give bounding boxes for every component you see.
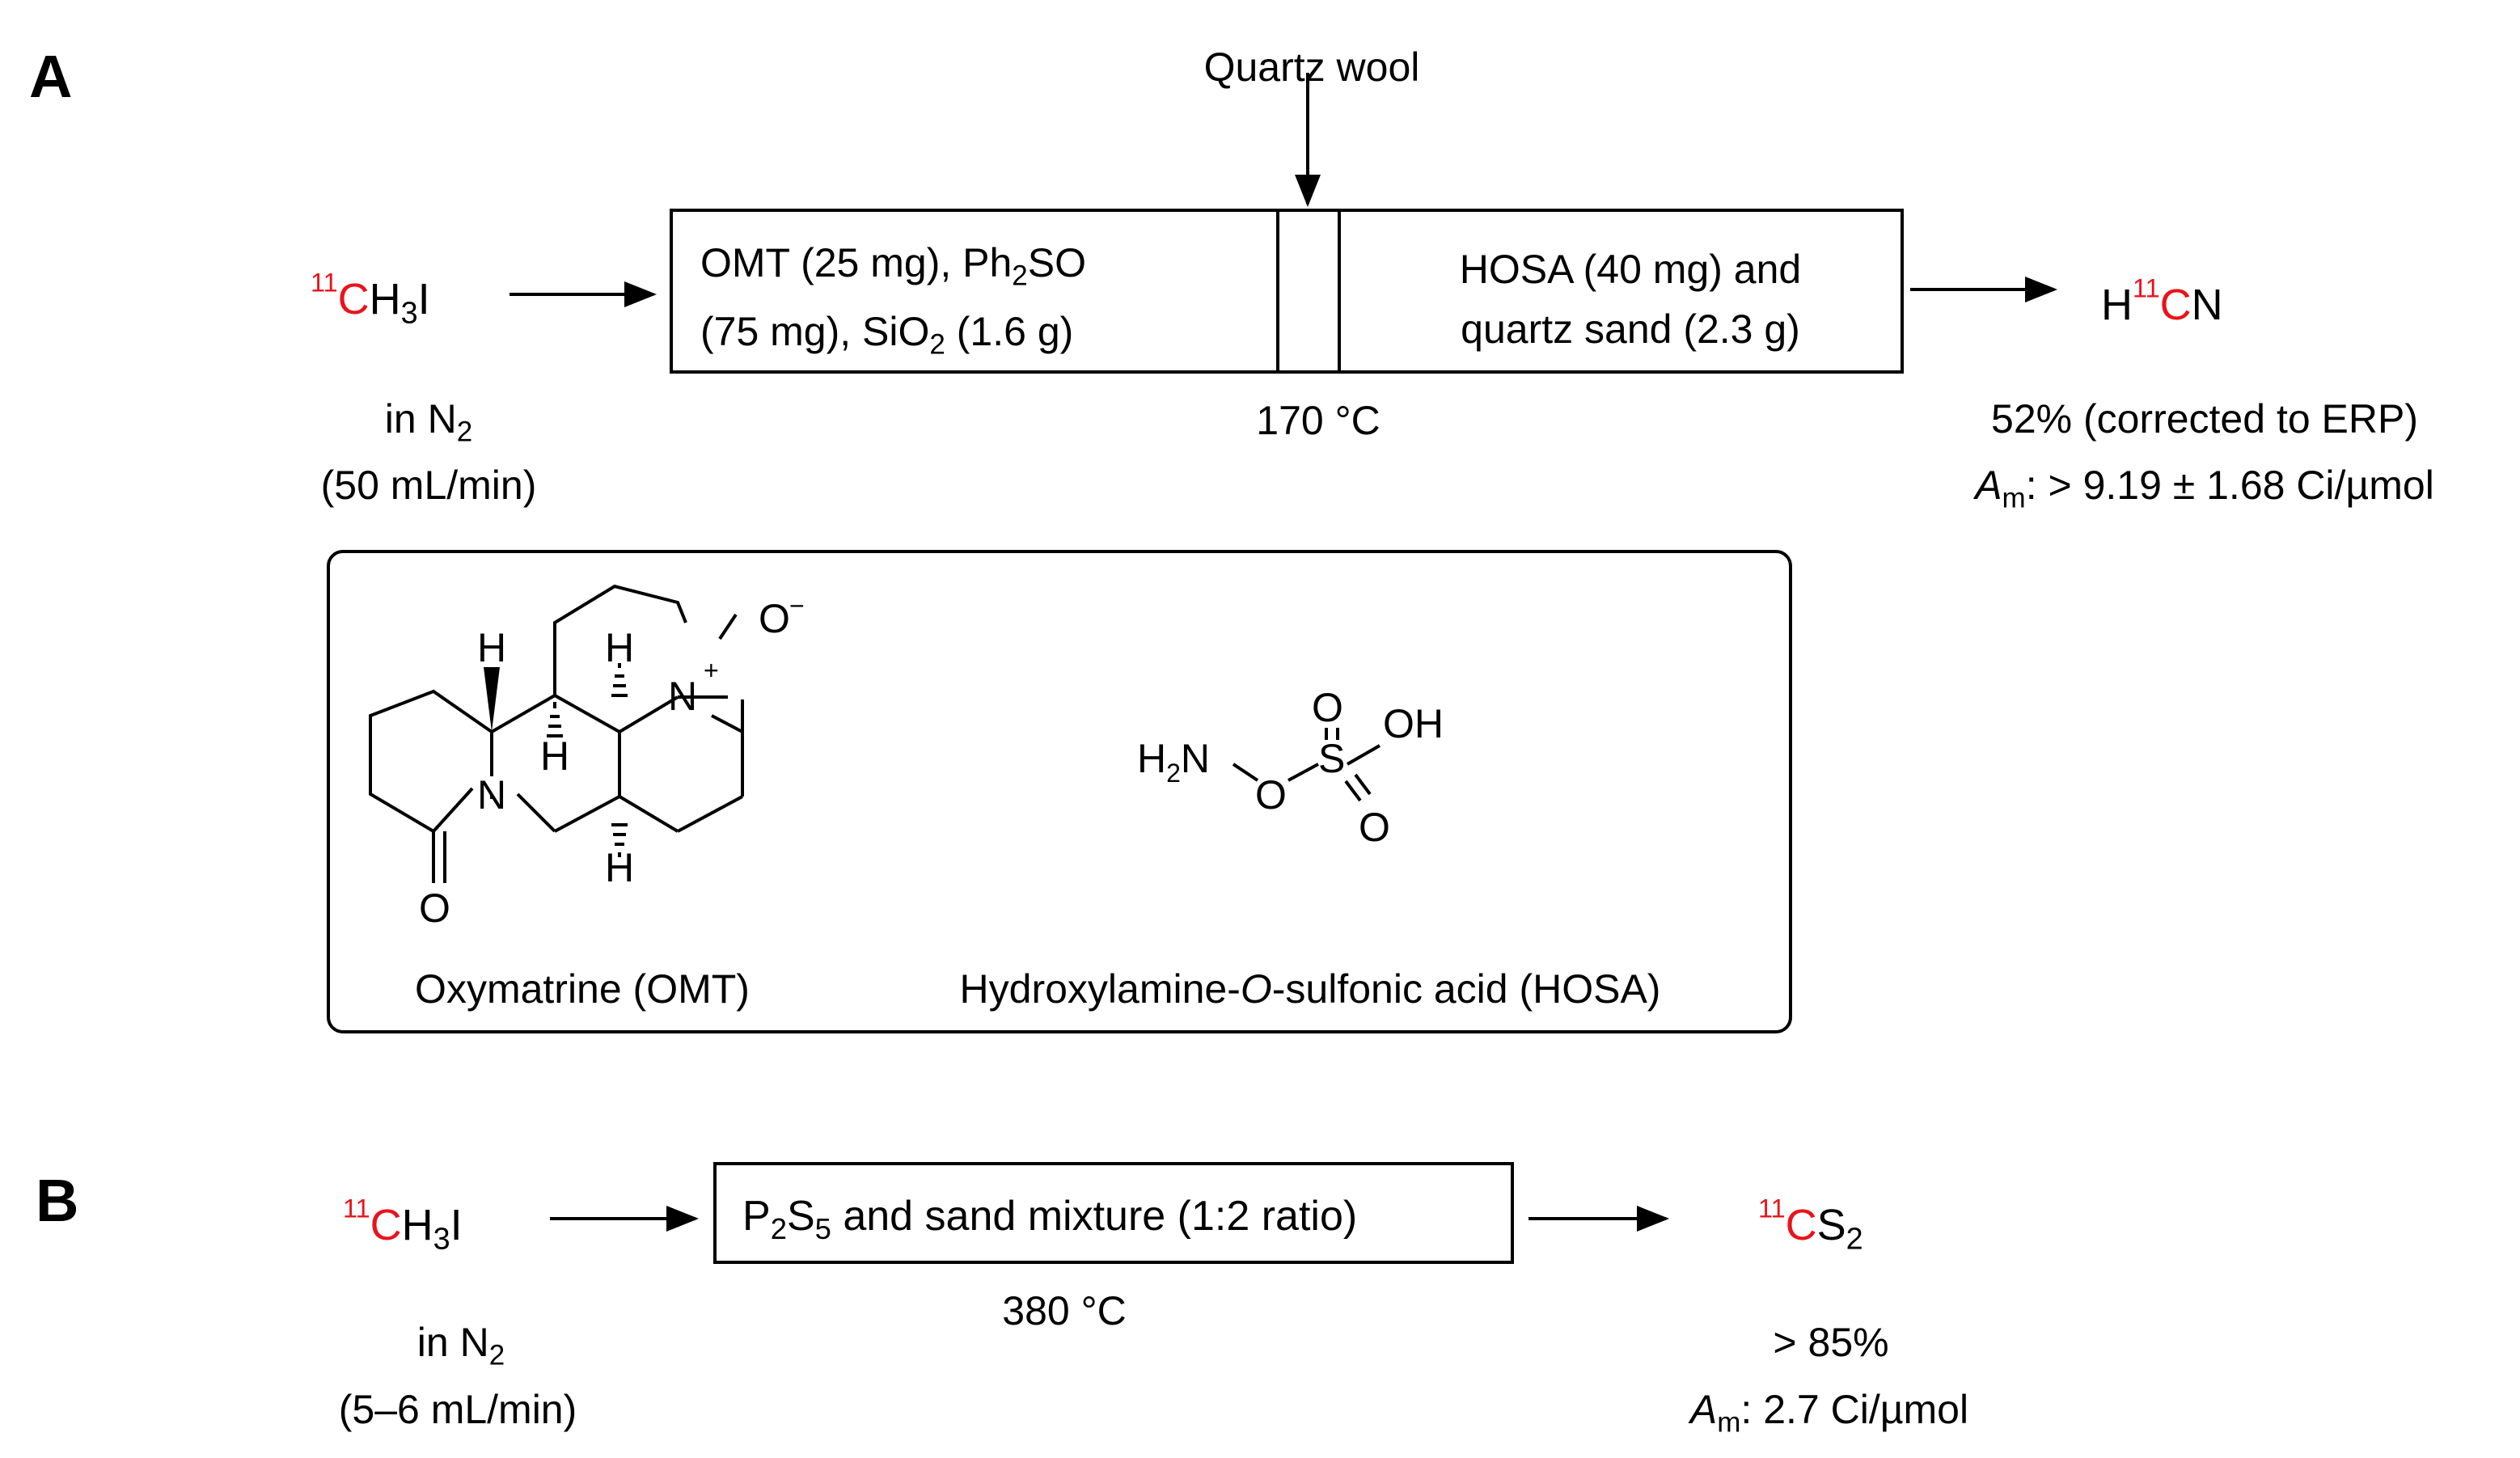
carrier-gas-a: in N2: [384, 396, 473, 448]
omt-minus: −: [789, 591, 805, 620]
hosa-o-bottom: O: [1359, 805, 1390, 850]
quartz-wool-label: Quartz wool: [1203, 44, 1420, 90]
panel-b-label: B: [36, 1167, 79, 1234]
quartz-wool-plug: [1276, 209, 1341, 374]
right-chamber-line1: HOSA (40 mg) and: [1459, 247, 1802, 292]
flow-rate-a: (50 mL/min): [320, 463, 537, 508]
hosa-h2n: H2N: [1137, 736, 1210, 788]
omt-n-oxide: N: [668, 674, 697, 719]
hosa-o-top: O: [1312, 685, 1343, 730]
omt-carbonyl-o: O: [419, 885, 450, 931]
panel-a-label: A: [29, 43, 73, 110]
product-a: H11CN: [2101, 273, 2223, 329]
hosa-s: S: [1318, 736, 1345, 781]
omt-h3: H: [540, 733, 569, 779]
hosa-oh: OH: [1383, 701, 1444, 746]
reactor-right-chamber: [1338, 209, 1904, 374]
reagent-b: 11CH3I: [343, 1194, 463, 1257]
hosa-bridge-o: O: [1255, 772, 1287, 818]
omt-n-amide: N: [477, 772, 506, 818]
temperature-a: 170 °C: [1256, 398, 1381, 443]
reagent-a: 11CH3I: [311, 268, 430, 331]
product-b: 11CS2: [1758, 1194, 1863, 1257]
yield-b: > 85%: [1773, 1320, 1889, 1365]
carrier-gas-b: in N2: [416, 1320, 505, 1371]
oxymatrine-structure: H H H H N N + O − O: [369, 584, 805, 931]
omt-o-minus: O: [759, 596, 790, 641]
flow-rate-b: (5–6 mL/min): [338, 1387, 577, 1432]
reactor-b-content: P2S5 and sand mixture (1:2 ratio): [742, 1193, 1358, 1245]
structures-box: [327, 550, 1792, 1033]
molar-activity-a: Am: > 9.19 ± 1.68 Ci/µmol: [1975, 463, 2434, 514]
reactor-left-chamber: [670, 209, 1279, 374]
omt-h4: H: [605, 845, 634, 890]
reactor-b: [713, 1162, 1514, 1264]
left-chamber-line2: (75 mg), SiO2 (1.6 g): [700, 309, 1074, 361]
hosa-name: Hydroxylamine-O-sulfonic acid (HOSA): [959, 966, 1661, 1012]
hosa-structure: H2N O S O OH O: [1137, 685, 1444, 850]
omt-h1: H: [477, 625, 506, 670]
omt-plus: +: [704, 656, 719, 685]
omt-h2: H: [605, 625, 634, 670]
yield-a: 52% (corrected to ERP): [1991, 396, 2418, 442]
right-chamber-line2: quartz sand (2.3 g): [1461, 306, 1800, 352]
left-chamber-line1: OMT (25 mg), Ph2SO: [700, 240, 1086, 292]
temperature-b: 380 °C: [1002, 1288, 1127, 1333]
omt-name: Oxymatrine (OMT): [415, 966, 750, 1012]
molar-activity-b: Am: 2.7 Ci/µmol: [1689, 1387, 1969, 1439]
